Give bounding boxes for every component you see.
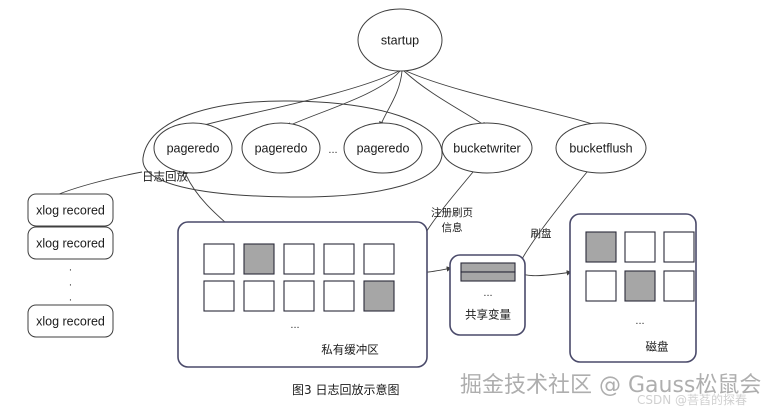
- node-pageredo-3-label: pageredo: [357, 141, 410, 155]
- private-buffer-cells: [203, 243, 395, 312]
- edge-label-register-flush-line2: 信息: [442, 221, 463, 234]
- xlog-record-item-3-label: xlog recored: [36, 314, 105, 328]
- private-buffer-cell-r2c1[interactable]: [203, 280, 235, 312]
- private-buffer-cell-r1c3[interactable]: [283, 243, 315, 275]
- disk-cell-r2c2[interactable]: [624, 270, 656, 302]
- edge-startup-bucketwriter: [403, 70, 488, 128]
- node-pageredo-3[interactable]: pageredo: [343, 122, 423, 174]
- figure-caption: 图3 日志回放示意图: [292, 382, 399, 397]
- private-buffer-cell-r1c2[interactable]: [243, 243, 275, 275]
- xlog-record-item-2[interactable]: xlog recored: [27, 226, 114, 260]
- private-buffer-cell-r2c3[interactable]: [283, 280, 315, 312]
- node-startup-label: startup: [381, 33, 419, 47]
- worker-ellipsis: ...: [328, 144, 337, 156]
- disk-cells: [585, 231, 695, 302]
- private-buffer-cell-r1c1[interactable]: [203, 243, 235, 275]
- node-bucketwriter-label: bucketwriter: [453, 141, 520, 155]
- disk-cell-r1c1[interactable]: [585, 231, 617, 263]
- xlog-ellipsis-dot-3: ·: [69, 294, 73, 306]
- xlog-ellipsis-dot-2: ·: [69, 279, 73, 291]
- private-buffer-cell-r2c4[interactable]: [323, 280, 355, 312]
- xlog-record-item-3[interactable]: xlog recored: [27, 304, 114, 338]
- xlog-record-list: xlog recored xlog recored · · · xlog rec…: [27, 193, 114, 338]
- watermark-main: 掘金技术社区 @ Gauss松鼠会: [460, 373, 761, 398]
- disk-cell-r2c1[interactable]: [585, 270, 617, 302]
- xlog-ellipsis-dot-1: ·: [69, 264, 73, 276]
- shared-variable-container: ... 共享变量: [449, 254, 526, 336]
- edge-startup-bucketflush: [405, 70, 602, 128]
- shared-variable-bar-1[interactable]: [460, 262, 516, 273]
- disk-ellipsis: ...: [635, 315, 644, 327]
- node-pageredo-1[interactable]: pageredo: [153, 122, 233, 174]
- node-startup[interactable]: startup: [357, 8, 443, 72]
- disk-container: ... 磁盘: [569, 213, 697, 363]
- disk-cell-r1c2[interactable]: [624, 231, 656, 263]
- private-buffer-cell-r1c4[interactable]: [323, 243, 355, 275]
- private-buffer-cell-r2c5[interactable]: [363, 280, 395, 312]
- shared-variable-title: 共享变量: [465, 308, 511, 322]
- node-bucketflush-label: bucketflush: [569, 141, 632, 155]
- watermark-sub: CSDN @菩萏的探春: [637, 392, 747, 407]
- log-replay-group-outline: [142, 100, 443, 198]
- shared-variable-bar-2[interactable]: [460, 271, 516, 282]
- private-buffer-ellipsis: ...: [290, 319, 299, 331]
- edge-label-log-replay: 日志回放: [142, 170, 188, 184]
- private-buffer-cell-r2c2[interactable]: [243, 280, 275, 312]
- node-bucketflush[interactable]: bucketflush: [555, 122, 647, 174]
- private-buffer-cell-r1c5[interactable]: [363, 243, 395, 275]
- node-pageredo-1-label: pageredo: [167, 141, 220, 155]
- edge-label-register-flush-line1: 注册刷页: [431, 206, 473, 219]
- shared-variable-ellipsis: ...: [483, 287, 492, 299]
- xlog-record-item-2-label: xlog recored: [36, 236, 105, 250]
- node-pageredo-2[interactable]: pageredo: [241, 122, 321, 174]
- edge-startup-pageredo-1: [196, 70, 400, 129]
- xlog-record-item-1[interactable]: xlog recored: [27, 193, 114, 227]
- node-pageredo-2-label: pageredo: [255, 141, 308, 155]
- private-buffer-container: ... 私有缓冲区: [177, 221, 428, 368]
- node-bucketwriter[interactable]: bucketwriter: [441, 122, 533, 174]
- disk-title: 磁盘: [646, 340, 669, 354]
- edge-startup-pageredo-2: [285, 70, 401, 128]
- disk-cell-r1c3[interactable]: [663, 231, 695, 263]
- private-buffer-title: 私有缓冲区: [321, 343, 379, 357]
- disk-cell-r2c3[interactable]: [663, 270, 695, 302]
- xlog-record-item-1-label: xlog recored: [36, 203, 105, 217]
- edge-label-flush-disk: 刷盘: [531, 227, 552, 240]
